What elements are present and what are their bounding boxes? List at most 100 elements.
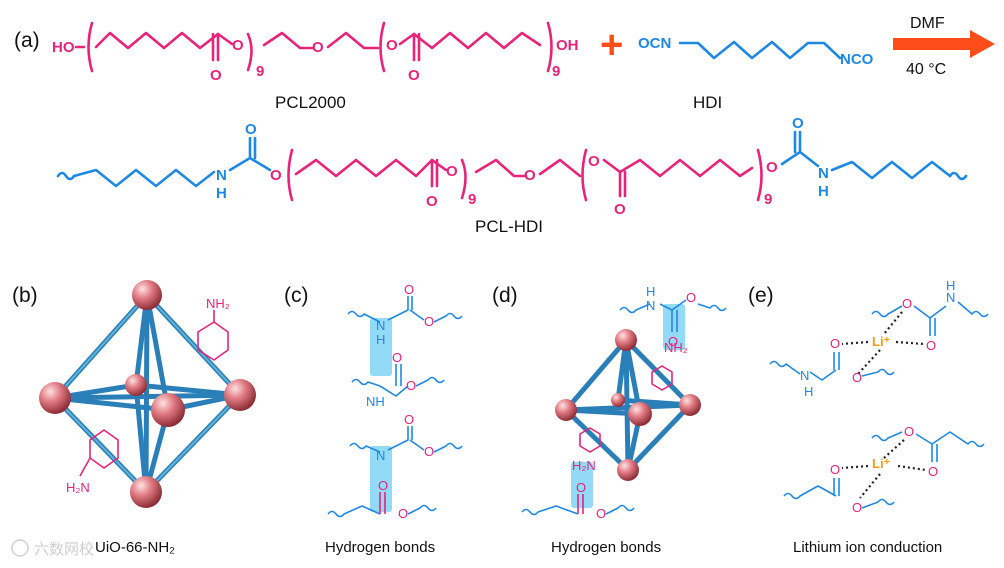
caption-c: Hydrogen bonds [325, 539, 435, 556]
atom-o-ester-2: O [386, 37, 398, 54]
bracket-left-1 [87, 21, 94, 73]
atom-o: O [424, 444, 434, 459]
atom-o: O [852, 500, 862, 515]
repeat-2: 9 [552, 63, 560, 80]
mof-node [628, 402, 652, 426]
atom-o: O [902, 296, 912, 311]
repeat-4: 9 [764, 191, 772, 208]
uio66-nh2-model: NH₂ H₂N [39, 280, 256, 508]
repeat-1: 9 [256, 63, 264, 80]
panel-label-d: (d) [492, 284, 518, 307]
panel-label-e: (e) [748, 284, 774, 307]
repeat-3: 9 [468, 191, 476, 208]
atom-h: H [804, 384, 813, 399]
atom-o-carbamate-left: O [245, 121, 257, 138]
atom-oh: OH [556, 37, 579, 54]
atom-o-carbonyl-2: O [408, 67, 420, 84]
atom-o: O [398, 506, 408, 521]
lithium-ion: Li⁺ [872, 456, 891, 471]
atom-o-ester-3: O [446, 163, 458, 180]
nh2-label-top: NH₂ [664, 340, 688, 355]
atom-o: O [378, 478, 388, 493]
atom-o: O [424, 314, 434, 329]
benzene-ring-top [651, 365, 673, 391]
mof-node [39, 382, 71, 414]
mof-node [151, 393, 185, 427]
benzene-ring-bottom [579, 427, 601, 453]
hbond-highlight [370, 446, 392, 512]
atom-n: N [376, 318, 385, 333]
atom-o-carbonyl-1: O [210, 67, 222, 84]
mof-node [125, 374, 147, 396]
mof-node [132, 280, 162, 310]
atom-o: O [404, 412, 414, 427]
plus-sign: + [600, 23, 623, 67]
reaction-temperature: 40 °C [906, 61, 946, 78]
hbond-scheme-c: N H O O NH O O N O O O O [327, 282, 463, 521]
atom-n: N [946, 290, 955, 305]
atom-o-ester-1: O [232, 37, 244, 54]
bracket-left-2 [379, 21, 386, 73]
atom-o-ether-2: O [524, 167, 536, 184]
atom-o-link-left: O [270, 167, 282, 184]
atom-n: NH [366, 394, 385, 409]
atom-o-ether: O [312, 39, 324, 56]
atom-o: O [928, 464, 938, 479]
atom-h: H [376, 332, 385, 347]
atom-o: O [926, 338, 936, 353]
hbond-highlight [571, 462, 593, 508]
watermark-text: 六数网校 [34, 540, 94, 558]
h2n-label-bottom: H₂N [572, 458, 596, 473]
atom-o-carbonyl-4: O [614, 201, 626, 218]
panel-label-b: (b) [12, 284, 38, 307]
mof-node [679, 394, 701, 416]
atom-o: O [668, 334, 678, 349]
atom-n: N [646, 298, 655, 313]
atom-o: O [830, 462, 840, 477]
atom-ocn: OCN [638, 35, 671, 52]
atom-h-right: H [818, 183, 829, 200]
caption-b: UiO-66-NH₂ [95, 539, 175, 556]
atom-h: H [646, 284, 655, 299]
atom-n-left: N [216, 167, 227, 184]
bracket-right-1 [246, 32, 253, 72]
watermark: 六数网校 [11, 539, 94, 558]
atom-o: O [904, 424, 914, 439]
product-name: PCL-HDI [475, 217, 543, 236]
atom-o: O [404, 282, 414, 297]
pcl2000-structure: HO O O 9 O O O OH 9 PCL2000 [52, 21, 579, 112]
hdi-structure: OCN NCO HDI [638, 35, 874, 112]
mof-node [615, 329, 637, 351]
arrow-shape [893, 30, 995, 58]
atom-o-carbonyl-3: O [426, 193, 438, 210]
hbond-highlight [370, 318, 392, 376]
caption-d: Hydrogen bonds [551, 539, 661, 556]
atom-o: O [392, 350, 402, 365]
hbond-scheme-d: H N O O NH₂ H₂N O O [521, 284, 727, 521]
atom-o: O [596, 506, 606, 521]
atom-o: O [830, 336, 840, 351]
atom-o: O [686, 290, 696, 305]
atom-ho: HO [52, 39, 75, 56]
reaction-arrow: DMF 40 °C [893, 15, 995, 78]
pcl-hdi-structure: N H O O O O 9 O O O 9 O O N H PCL-HDI [56, 115, 968, 236]
atom-o-ester-4: O [588, 153, 600, 170]
atom-o: O [852, 370, 862, 385]
reagent1-name: PCL2000 [275, 93, 346, 112]
mof-node [611, 393, 625, 407]
caption-e: Lithium ion conduction [793, 539, 942, 556]
reagent2-name: HDI [693, 93, 722, 112]
panel-label-a: (a) [14, 29, 40, 52]
mof-node [130, 476, 162, 508]
watermark-logo-icon [11, 539, 29, 557]
atom-h-left: H [216, 185, 227, 202]
h2n-label-bottom: H₂N [66, 480, 90, 495]
lithium-ion: Li⁺ [872, 334, 891, 349]
hbond-highlight [663, 304, 685, 350]
atom-nco: NCO [840, 51, 874, 68]
mof-node [555, 399, 577, 421]
reaction-solvent: DMF [910, 15, 945, 32]
atom-o: O [406, 378, 416, 393]
atom-n: N [800, 368, 809, 383]
